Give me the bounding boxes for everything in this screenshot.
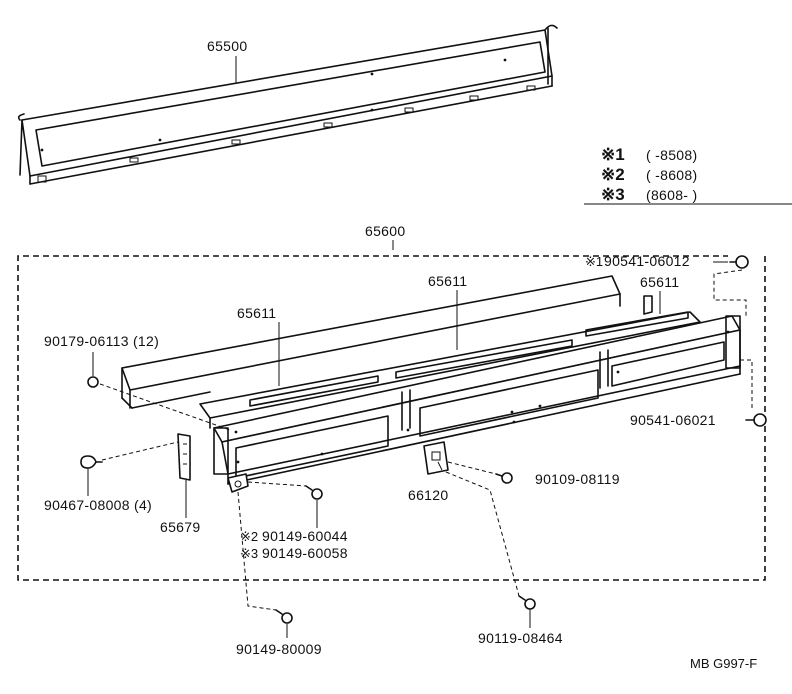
screw-90149-80009	[275, 609, 293, 624]
drawing-code: MB G997-F	[690, 656, 757, 671]
legend: ※1 ( -8508) ※2 ( -8608) ※3 (8608- )	[584, 145, 792, 205]
label-90541-06021: 90541-06021	[630, 412, 716, 428]
panel-65500	[17, 24, 558, 185]
label-90149-60044: 90149-60044	[262, 528, 348, 544]
label-66120: 66120	[408, 487, 448, 503]
screw-90109	[495, 472, 513, 484]
legend-range-1: ( -8508)	[646, 147, 697, 163]
label-90467: 90467-08008 (4)	[44, 497, 152, 513]
bolt-90541-06012	[729, 255, 749, 269]
board-65611-middle	[199, 311, 701, 429]
dash-90149-600xx	[247, 481, 307, 487]
label-65679: 65679	[160, 519, 200, 535]
dash-90541-06012	[713, 269, 747, 318]
dash-90179	[99, 383, 231, 431]
label-65500: 65500	[207, 38, 247, 54]
marker-3: ※3	[240, 546, 258, 561]
hinge-clip	[227, 473, 249, 493]
label-90119: 90119-08464	[478, 630, 563, 646]
bracket-65679	[177, 433, 191, 481]
legend-range-2: ( -8608)	[646, 167, 697, 183]
marker-1: ※1	[585, 254, 603, 269]
board-65611-back	[121, 275, 621, 409]
screw-90149-600xx	[305, 485, 323, 500]
dash-90109	[447, 461, 497, 475]
screw-90119	[518, 595, 536, 610]
legend-range-3: (8608- )	[646, 187, 697, 203]
assembly-boundary	[17, 255, 766, 581]
strip-65611-right	[643, 295, 653, 315]
label-65611-middle: 65611	[428, 273, 467, 289]
legend-marker-2: ※2	[601, 165, 625, 184]
label-65611-back: 65611	[237, 305, 276, 321]
legend-marker-1: ※1	[601, 145, 625, 164]
label-65611-right: 65611	[640, 274, 679, 290]
bolt-90179	[87, 376, 99, 388]
front-frame	[213, 315, 741, 485]
dash-90467	[101, 441, 179, 461]
bolt-90541-06021	[745, 413, 767, 427]
label-90109: 90109-08119	[535, 471, 620, 487]
dash-90149-80009	[237, 491, 277, 611]
label-90149-80009: 90149-80009	[236, 641, 322, 657]
legend-marker-3: ※3	[601, 185, 625, 204]
label-90179: 90179-06113 (12)	[44, 333, 159, 349]
label-65600: 65600	[365, 223, 405, 239]
dash-90541-06021	[740, 359, 753, 410]
label-90541-06012: 90541-06012	[604, 253, 690, 269]
clip-90467	[80, 455, 103, 469]
dash-90119	[445, 471, 520, 597]
label-90149-60058: 90149-60058	[262, 545, 348, 561]
latch-66120	[423, 441, 449, 475]
marker-2: ※2	[240, 529, 258, 544]
